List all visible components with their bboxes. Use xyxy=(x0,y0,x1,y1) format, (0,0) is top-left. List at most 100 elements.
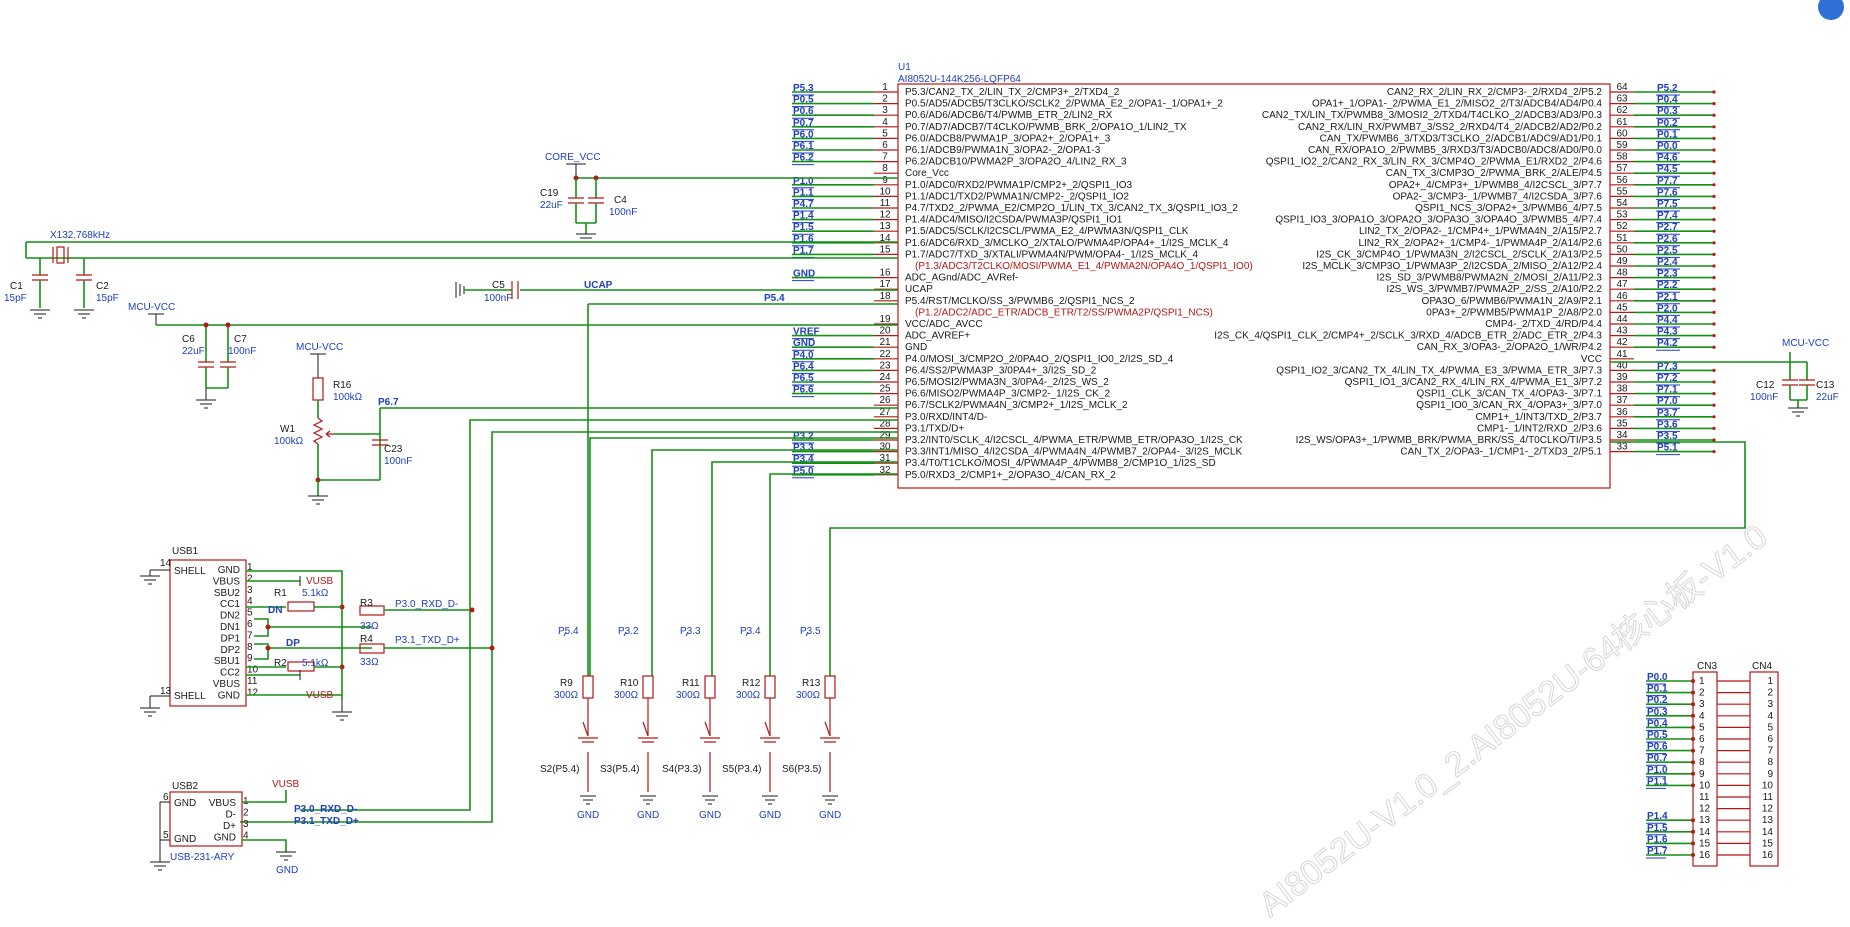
usb2-body xyxy=(169,791,243,847)
u1-right-net: P3.6 xyxy=(1657,419,1678,430)
u1-pin-name: QSPI1_NCS_3/OPA2+_3/PWMB6_4/P7.5 xyxy=(1415,203,1602,214)
u1-pin-num: 45 xyxy=(1616,302,1628,313)
corner-badge-icon[interactable] xyxy=(1818,0,1844,20)
u1-pin-num: 25 xyxy=(879,384,891,395)
u1-left-net: P3.3 xyxy=(793,443,814,454)
usb1-pin-num: 3 xyxy=(247,585,253,596)
usb2-pin-num: 4 xyxy=(243,831,249,842)
cn4-pin-num: 7 xyxy=(1767,746,1773,757)
usb2-pin-num: 6 xyxy=(163,792,169,803)
u1-pin-name: P6.2/ADCB10/PWMA2P_3/OPA2O_4/LIN2_RX_3 xyxy=(905,157,1127,168)
u1-right-net: P3.5 xyxy=(1657,431,1678,442)
cn3-pin-num: 10 xyxy=(1699,780,1711,791)
u1-left-net: P1.0 xyxy=(793,176,814,187)
u1-pin-name: OPA2-_3/CMP3-_1/PWMB7_4/I2CSDA_3/P7.6 xyxy=(1393,191,1603,202)
usb1-pin-name: DN2 xyxy=(220,611,240,622)
u1-pin-name: P5.0/RXD3_2/CMP1+_2/OPA3O_4/CAN_RX_2 xyxy=(905,470,1116,481)
usb1-shell: SHELL xyxy=(174,691,206,702)
c1-val: 15pF xyxy=(4,293,27,304)
core-vcc-label: CORE_VCC xyxy=(545,152,601,163)
u1-pin-num: 11 xyxy=(880,198,891,209)
usb1-pin-num: 14 xyxy=(160,558,172,569)
cn3-net-label: P0.5 xyxy=(1647,730,1668,741)
u1-pin-name: P3.3/INT1/MISO_4/I2CSDA_4/PWMA4N_4/PWMB7… xyxy=(905,447,1242,458)
ucap-net: UCAP xyxy=(584,280,613,291)
usb1-pin-name: SBU1 xyxy=(214,656,241,667)
u1-pin-num: 55 xyxy=(1616,186,1628,197)
usb1-pin-num: 2 xyxy=(247,573,253,584)
u1-left-net: P0.7 xyxy=(793,118,814,129)
switch-label: S5(P3.4) xyxy=(722,764,761,775)
c23-val: 100nF xyxy=(384,456,412,467)
u1-pin-num: 48 xyxy=(1616,268,1628,279)
cn3-pin-num: 7 xyxy=(1699,746,1705,757)
u1-pin-num: 23 xyxy=(879,360,891,371)
cn3-net-label: P0.1 xyxy=(1647,684,1668,695)
u1-left-net: P6.2 xyxy=(793,153,814,164)
u1-left-net: P6.0 xyxy=(793,129,814,140)
u1-pin-num: 13 xyxy=(879,221,891,232)
c7-val: 100nF xyxy=(228,346,256,357)
r4-ref: R4 xyxy=(360,634,373,645)
mcu-vcc-label-2: MCU-VCC xyxy=(296,342,343,353)
c6-ref: C6 xyxy=(182,334,195,345)
u1-pin-num: 2 xyxy=(882,94,888,105)
u1-left-net: P3.4 xyxy=(793,454,814,465)
u1-right-net: P2.5 xyxy=(1657,245,1678,256)
u1-pin-num: 42 xyxy=(1616,337,1628,348)
u1-pin-num: 54 xyxy=(1616,198,1628,209)
u1-left-net: P1.7 xyxy=(793,245,814,256)
mcu-vcc-label-3: MCU-VCC xyxy=(1782,338,1829,349)
cn3-pin-num: 8 xyxy=(1699,757,1705,768)
u1-pin-name: QSPI1_IO3_3/OPA1O_3/OPA2O_3/OPA3O_3/OPA4… xyxy=(1275,215,1602,226)
usb2-vusb: VUSB xyxy=(272,779,300,790)
u1-pin-name: GND xyxy=(905,342,927,353)
u1-pin-name: P1.4/ADC4/MISO/I2CSDA/PWMA3P/QSPI1_IO1 xyxy=(905,215,1123,226)
u1-pin-name: P3.1/TXD/D+ xyxy=(905,423,964,434)
u1-right-net: P7.2 xyxy=(1657,373,1678,384)
u1-pin-name: P3.4/T0/T1CLKO/MOSI_4/PWMA4P_4/PWMB8_2/C… xyxy=(905,458,1216,469)
x1-label: X132.768kHz xyxy=(50,230,110,241)
u1-pin-num: 62 xyxy=(1616,105,1628,116)
u1-pin-num: 5 xyxy=(882,128,888,139)
u1-right-net: P5.1 xyxy=(1657,443,1678,454)
u1-pin-name: LIN2_TX_2/OPA2-_1/CMP4+_1/PWMA4N_2/A15/P… xyxy=(1359,226,1602,237)
c5-ref: C5 xyxy=(492,280,505,291)
usb1-pin-name: GND xyxy=(218,565,240,576)
usb1-pin-num: 9 xyxy=(247,653,253,664)
cn3-pin-num: 1 xyxy=(1699,676,1705,687)
u1-pin-num: 52 xyxy=(1616,221,1628,232)
u1-pin-num: 1 xyxy=(882,82,888,93)
u1-pin-name: P6.1/ADCB9/PWMA1N_3/OPA2-_2/OPA1-3 xyxy=(905,145,1101,156)
dp-net: DP xyxy=(286,638,300,649)
cn3-net-label: P1.6 xyxy=(1647,834,1668,845)
usb1-pin-num: 7 xyxy=(247,630,253,641)
u1-left-net: P6.6 xyxy=(793,385,814,396)
u1-pin-num: 19 xyxy=(879,314,891,325)
u1-pin-name: P1.5/ADC5/SCLK/I2CSCL/PWMA_E2_4/PWMA3N/Q… xyxy=(905,226,1189,237)
u1-pin-name: P6.5/MOSI2/PWMA3N_3/0PA4-_2/I2S_WS_2 xyxy=(905,377,1109,388)
led-resistor-ref: R13 xyxy=(802,678,821,689)
u1-pin-num: 20 xyxy=(879,326,891,337)
u1-part: AI8052U-144K256-LQFP64 xyxy=(898,74,1021,85)
u1-pin-name: P6.0/ADCB8/PWMA1P_3/OPA2+_2/OPA1+_3 xyxy=(905,133,1111,144)
led-gnd-label: GND xyxy=(759,810,781,821)
u1-pin-name: I2S_MCLK_3/CMP3O_1/PWMA3P_2/I2CSDA_2/MIS… xyxy=(1302,261,1602,272)
u1-right-net: P2.2 xyxy=(1657,280,1678,291)
cn4-pin-num: 4 xyxy=(1767,711,1773,722)
u1-pin-num: 9 xyxy=(882,175,888,186)
u1-pin-name: P0.6/AD6/ADCB6/T4/PWMB_ETR_2/LIN2_RX xyxy=(905,110,1113,121)
u1-pin-num: 53 xyxy=(1616,210,1628,221)
usb1-pin-name: GND xyxy=(218,690,240,701)
cn4-pin-num: 9 xyxy=(1767,769,1773,780)
usb1-pin-num: 5 xyxy=(247,608,253,619)
u1-pin-num: 58 xyxy=(1616,152,1628,163)
cn3-net-label: P1.4 xyxy=(1647,811,1668,822)
usb2-p30-net: P3.0_RXD_D- xyxy=(294,804,357,815)
usb1-pin-name: VBUS xyxy=(213,679,241,690)
u1-right-net: P2.7 xyxy=(1657,222,1678,233)
u1-right-pins: 64CAN2_RX_2/LIN_RX_2/CMP3-_2/RXD4_2/P5.2… xyxy=(1214,82,1716,458)
u1-right-net: P7.3 xyxy=(1657,361,1678,372)
u1-right-net: P0.4 xyxy=(1657,95,1678,106)
u1-pin-name: P4.0/MOSI_3/CMP2O_2/0PA4O_2/QSPI1_IO0_2/… xyxy=(905,354,1174,365)
